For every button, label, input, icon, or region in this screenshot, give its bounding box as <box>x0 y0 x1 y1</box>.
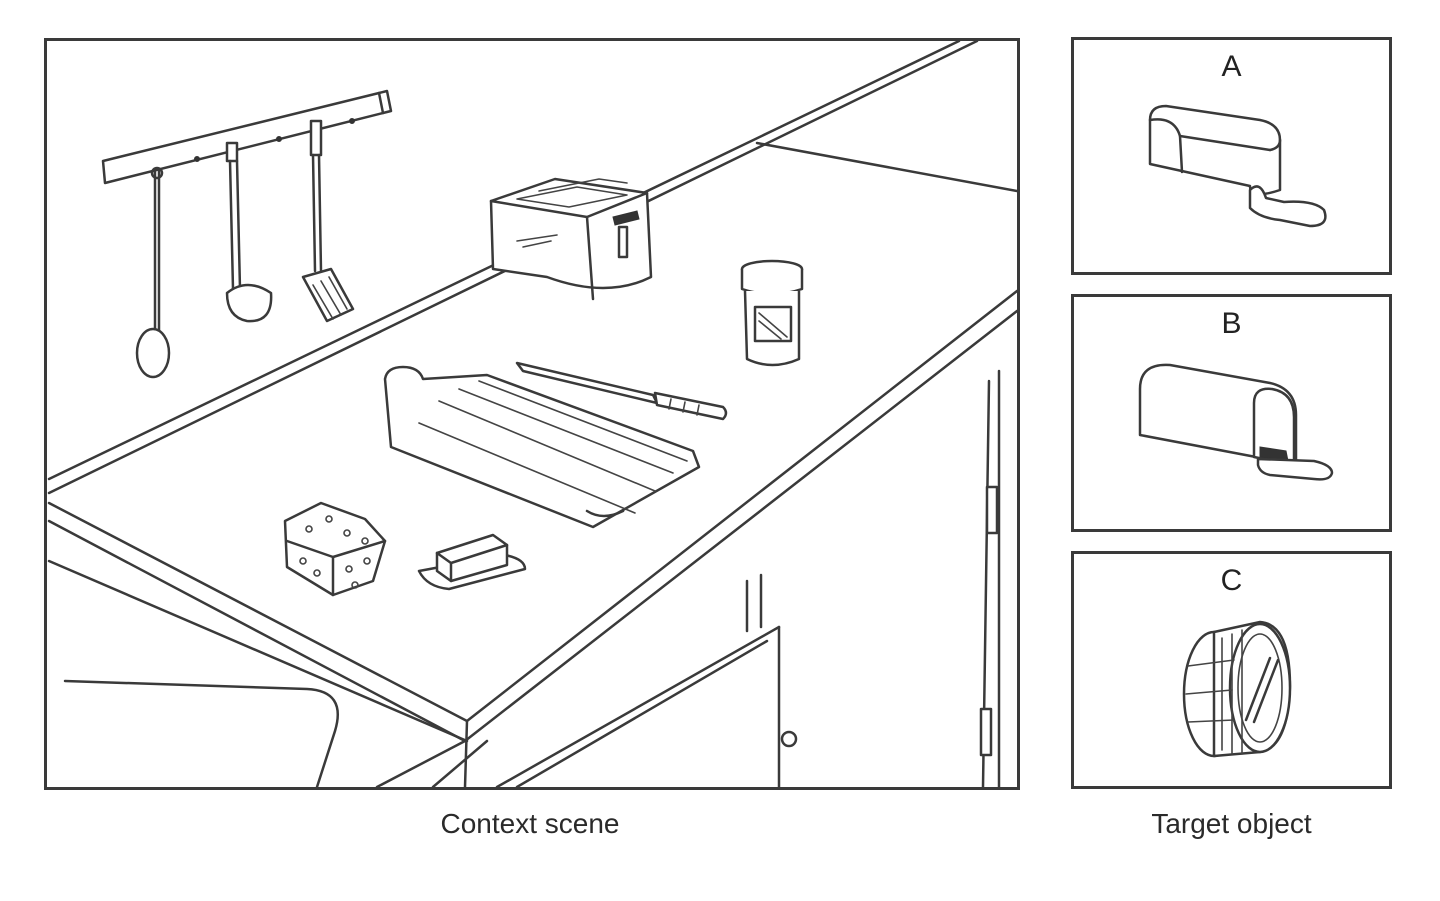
sponge <box>283 501 387 597</box>
target-panel-c: C <box>1071 551 1392 789</box>
panel-letter-a: A <box>1221 50 1242 83</box>
panel-letter-b: B <box>1221 307 1242 340</box>
jar <box>740 259 804 367</box>
counter-front-edge <box>47 289 1017 787</box>
panel-letter-c: C <box>1220 564 1243 597</box>
context-scene-caption: Context scene <box>440 808 620 839</box>
target-object-caption: Target object <box>1151 808 1312 839</box>
mailbox-icon <box>1138 363 1334 481</box>
cutting-board <box>383 365 701 529</box>
ladle <box>225 141 273 323</box>
spoon <box>135 166 171 379</box>
bread-knife <box>515 361 728 421</box>
sink <box>63 679 340 787</box>
context-scene-panel <box>44 38 1020 790</box>
spatula <box>301 119 355 323</box>
target-panel-b: B <box>1071 294 1392 532</box>
cabinet <box>495 369 1001 787</box>
toaster <box>489 177 653 301</box>
target-panel-a: A <box>1071 37 1392 275</box>
utensil-rack <box>101 89 393 185</box>
bread-loaf-icon <box>1148 104 1327 228</box>
butter-dish <box>417 533 527 591</box>
kitchen-scene <box>47 41 1017 787</box>
cabinet-knob <box>780 730 798 748</box>
round-container-icon <box>1182 620 1292 758</box>
